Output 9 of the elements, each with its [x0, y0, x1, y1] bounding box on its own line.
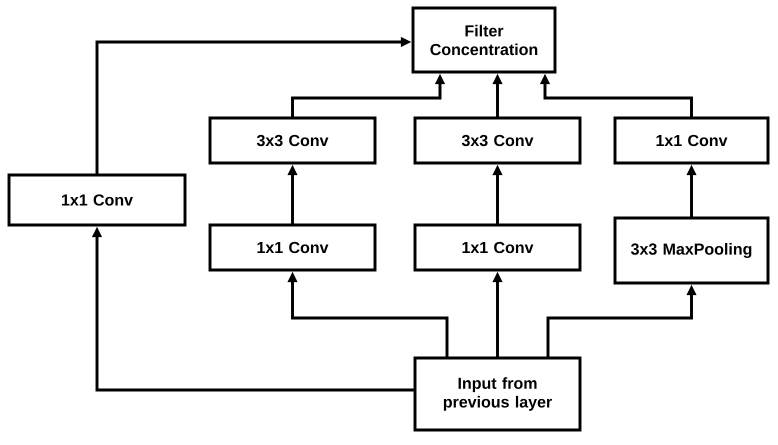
process-box: Input from previous layer	[414, 356, 582, 432]
process-box: 1x1 Conv	[8, 174, 186, 226]
process-box: 1x1 Conv	[614, 116, 770, 164]
process-box: 3x3 Conv	[208, 116, 376, 164]
process-box: 1x1 Conv	[414, 224, 582, 272]
process-box: 3x3 Conv	[414, 116, 582, 164]
process-box: 1x1 Conv	[208, 224, 376, 272]
process-box: 3x3 MaxPooling	[614, 216, 770, 284]
process-box: Filter Concentration	[412, 6, 556, 74]
